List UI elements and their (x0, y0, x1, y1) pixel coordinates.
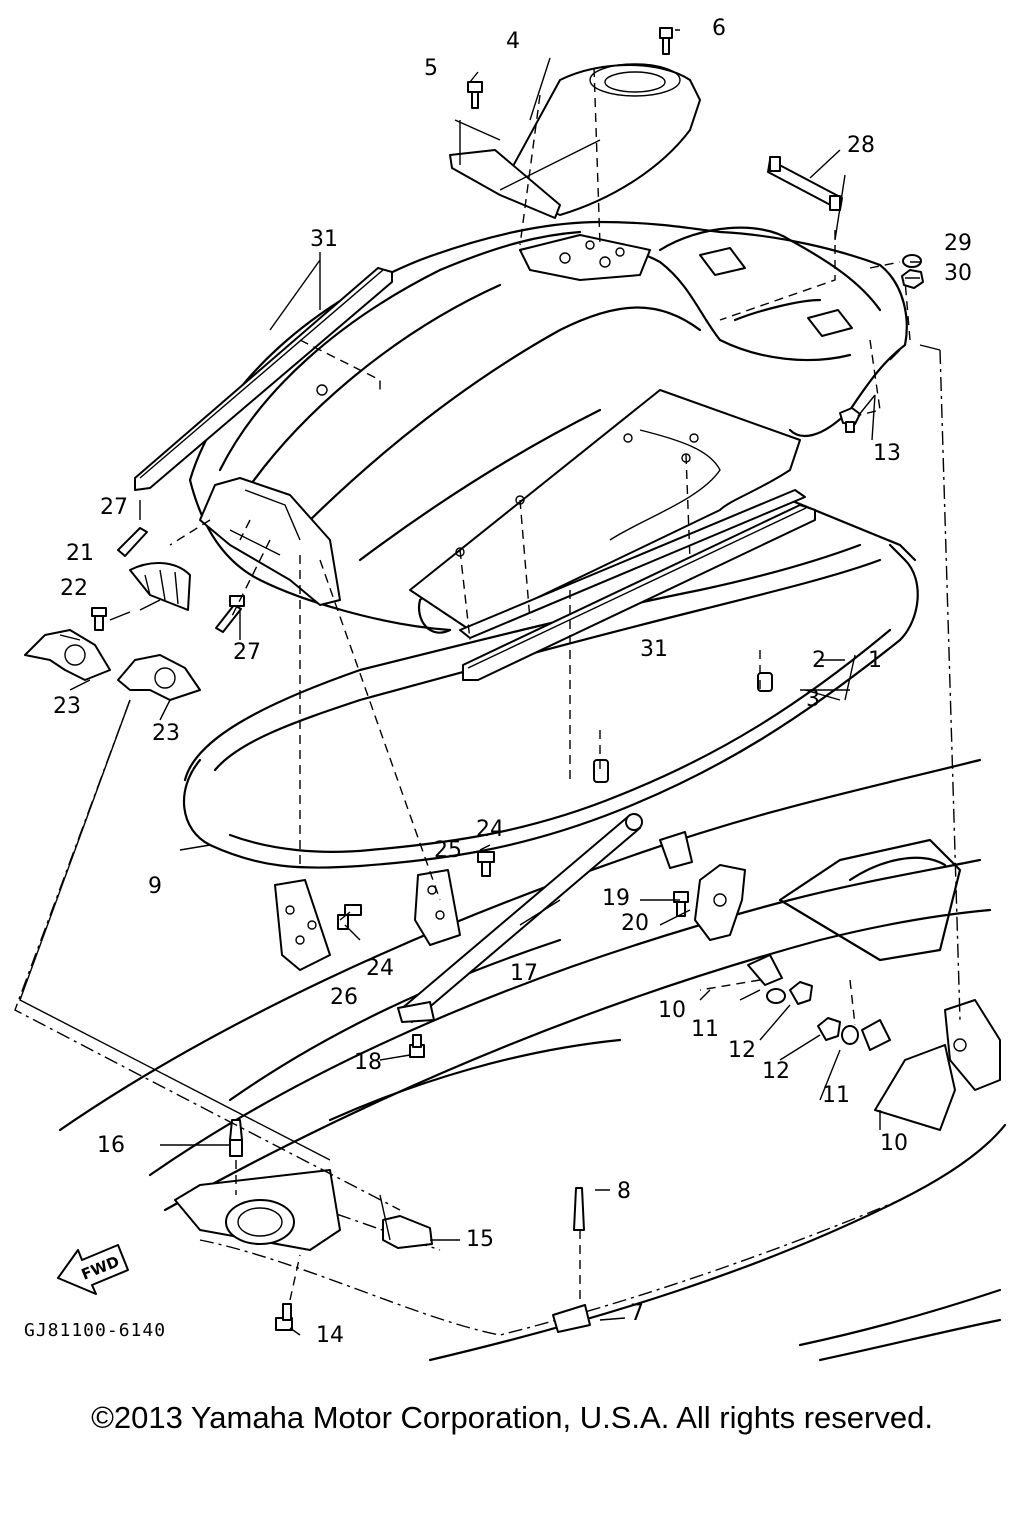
callout-1: 1 (868, 648, 882, 673)
washer-11-lower (841, 1025, 859, 1045)
callout-27-upper: 27 (100, 495, 128, 520)
callout-5: 5 (424, 56, 438, 81)
callout-19: 19 (602, 886, 630, 911)
callout-10-lower: 10 (880, 1131, 908, 1156)
washer-11-upper (766, 988, 786, 1004)
callout-4: 4 (506, 29, 520, 54)
clamp-15 (382, 1215, 433, 1249)
bolt-5 (467, 81, 483, 109)
callout-15: 15 (466, 1227, 494, 1252)
plate-26 (274, 879, 331, 971)
hood-deck (188, 220, 908, 634)
stay-17 (397, 813, 643, 1023)
callout-21: 21 (66, 541, 94, 566)
callout-26: 26 (330, 985, 358, 1010)
callout-3: 3 (806, 687, 820, 712)
bracket-28 (767, 156, 843, 211)
bolt-18 (409, 1034, 425, 1058)
callout-23-left: 23 (53, 694, 81, 719)
bolt-24-lower (337, 904, 362, 930)
callout-29: 29 (944, 231, 972, 256)
rubber-strip-upper (134, 267, 393, 491)
callout-7: 7 (630, 1301, 644, 1326)
callout-18: 18 (354, 1050, 382, 1075)
leader-lines (59, 29, 920, 1336)
callout-23-right: 23 (152, 721, 180, 746)
callout-24-lower: 24 (366, 956, 394, 981)
clip-7 (552, 1304, 591, 1333)
nut-2 (757, 672, 773, 692)
callout-labels: 1 2 3 4 5 6 7 8 9 10 10 11 11 12 12 13 1… (53, 16, 972, 1348)
hull (58, 758, 1007, 1362)
nut-12-lower (817, 1017, 841, 1041)
callout-31-upper: 31 (310, 227, 338, 252)
copyright-notice: ©2013 Yamaha Motor Corporation, U.S.A. A… (91, 1400, 933, 1435)
bolt-24-upper (477, 851, 495, 877)
alignment-dashes (14, 67, 961, 1301)
fwd-arrow: FWD (57, 1244, 129, 1295)
rivet-8 (573, 1187, 585, 1231)
callout-13: 13 (873, 441, 901, 466)
rubber-strip-lower (462, 504, 816, 681)
bolt-13 (839, 407, 861, 433)
callout-2: 2 (812, 648, 826, 673)
washer-29 (902, 254, 922, 268)
hinge-23-left (24, 629, 111, 681)
callout-12-upper: 12 (728, 1038, 756, 1063)
callout-9: 9 (148, 874, 162, 899)
rivet-16 (229, 1119, 243, 1157)
callout-11-lower: 11 (822, 1083, 850, 1108)
bolt-14 (275, 1303, 293, 1331)
callout-8: 8 (617, 1179, 631, 1204)
callout-31-lower: 31 (640, 637, 668, 662)
callout-20: 20 (621, 911, 649, 936)
hinge-bracket-10-lower (861, 999, 1001, 1131)
callout-28: 28 (847, 133, 875, 158)
rubber-strip-mid (459, 489, 806, 639)
callout-24-upper: 24 (476, 817, 504, 842)
damper-21 (129, 562, 191, 611)
callout-10-upper: 10 (658, 998, 686, 1023)
hinge-23-right (117, 654, 201, 701)
callout-17: 17 (510, 961, 538, 986)
handlepole-cover (449, 63, 701, 219)
plate-25 (414, 869, 461, 946)
callout-11-upper: 11 (691, 1017, 719, 1042)
callout-12-lower: 12 (762, 1059, 790, 1084)
nut-30 (901, 269, 924, 289)
callout-6: 6 (712, 16, 726, 41)
bolt-6 (659, 27, 673, 55)
callout-30: 30 (944, 261, 972, 286)
callout-14: 14 (316, 1323, 344, 1348)
hinge-bracket-10-upper (694, 864, 783, 986)
screw-22 (91, 607, 107, 631)
rivet-27-upper (117, 527, 148, 557)
part-code: GJ81100-6140 (24, 1320, 166, 1341)
callout-27-lower: 27 (233, 640, 261, 665)
callout-25: 25 (434, 838, 462, 863)
nut-12-upper (789, 981, 813, 1005)
bolt-20 (673, 891, 689, 917)
bracket-19 (659, 831, 693, 869)
callout-16: 16 (97, 1133, 125, 1158)
nut-3 (593, 759, 609, 783)
callout-22: 22 (60, 576, 88, 601)
frame-rail (182, 498, 919, 869)
parts-exploded-diagram: FWD 1 2 3 4 (14, 16, 1007, 1362)
